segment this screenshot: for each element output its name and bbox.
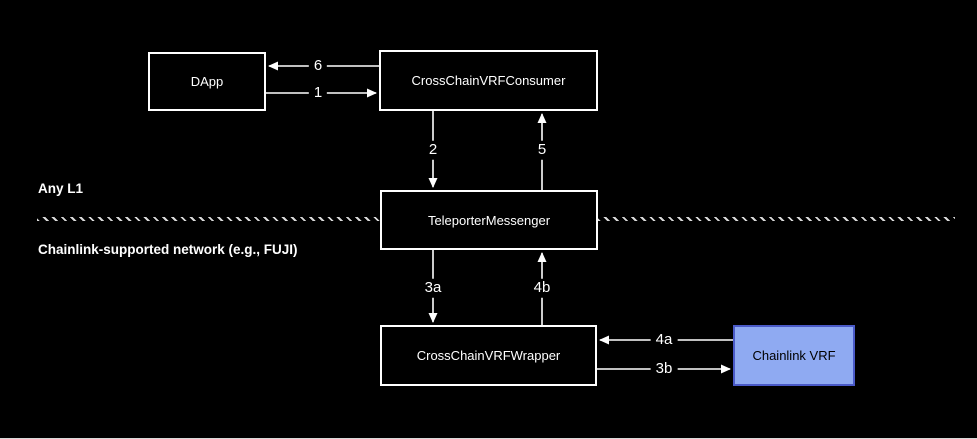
edge-label-3b: 3b <box>650 359 678 379</box>
network-boundary-divider-right <box>598 217 955 221</box>
edge-label-2: 2 <box>423 140 443 160</box>
edge-label-4b: 4b <box>528 278 556 298</box>
edge-label-5: 5 <box>532 140 552 160</box>
edge-label-1: 1 <box>308 83 328 103</box>
node-chainlink-label: Chainlink VRF <box>752 348 836 363</box>
edge-label-3a: 3a <box>419 278 447 298</box>
node-chainlink-vrf: Chainlink VRF <box>733 325 855 386</box>
node-consumer-label: CrossChainVRFConsumer <box>411 73 566 88</box>
node-teleportermessenger: TeleporterMessenger <box>380 190 598 250</box>
edge-label-4a: 4a <box>650 330 678 350</box>
region-label-chainlink-network: Chainlink-supported network (e.g., FUJI) <box>38 242 298 257</box>
network-boundary-divider-left <box>37 217 380 221</box>
edge-label-6: 6 <box>308 56 328 76</box>
node-dapp: DApp <box>148 52 266 111</box>
node-crosschainvrfconsumer: CrossChainVRFConsumer <box>379 50 598 111</box>
node-crosschainvrfwrapper: CrossChainVRFWrapper <box>380 325 597 386</box>
node-wrapper-label: CrossChainVRFWrapper <box>416 348 561 363</box>
node-dapp-label: DApp <box>190 74 224 89</box>
node-teleporter-label: TeleporterMessenger <box>427 212 551 228</box>
region-label-any-l1: Any L1 <box>38 181 84 196</box>
